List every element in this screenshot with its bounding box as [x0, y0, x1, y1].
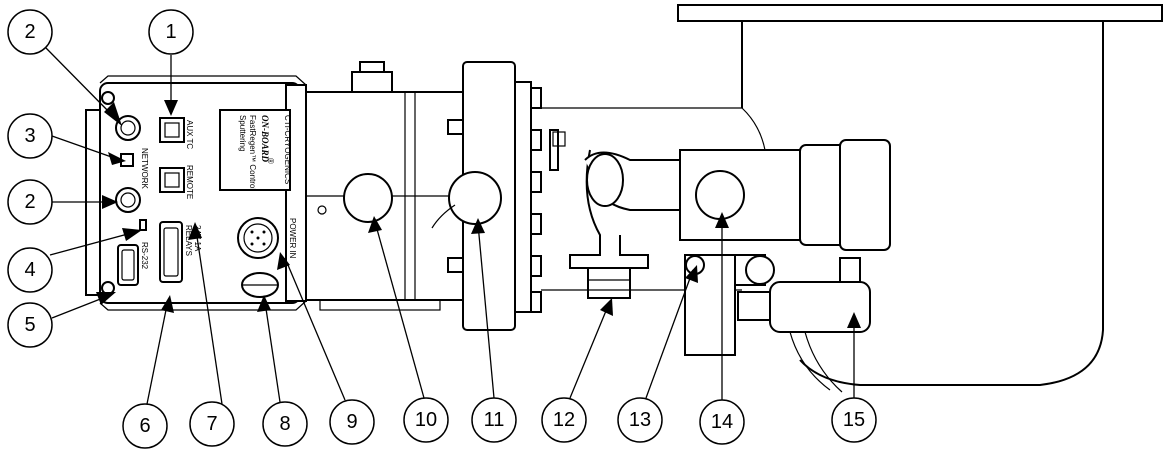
svg-text:15: 15	[843, 409, 865, 431]
valve-14	[695, 170, 745, 220]
callouts: 1 2 3 2 4 5 6 7	[7, 9, 877, 449]
led-indicator	[139, 219, 147, 231]
aux-tc-port	[159, 117, 185, 143]
callout-4: 4	[7, 247, 53, 293]
connector-2-upper	[115, 115, 141, 141]
svg-text:10: 10	[415, 409, 437, 431]
svg-text:3: 3	[24, 125, 35, 147]
callout-12: 12	[541, 397, 587, 443]
callout-11: 11	[471, 397, 517, 443]
panel-product-mark: ®	[266, 158, 275, 164]
panel-product: ON-BOARD	[260, 115, 270, 163]
callout-7: 7	[189, 401, 235, 447]
callout-2-upper: 2	[7, 9, 53, 55]
relief-valve-12	[587, 267, 631, 299]
panel-subtitle: FastRegen™ Control	[248, 115, 257, 190]
svg-text:8: 8	[279, 413, 290, 435]
valve-10	[343, 173, 393, 223]
svg-text:11: 11	[484, 409, 505, 431]
pump-body	[305, 61, 467, 311]
label-remote: REMOTE	[185, 165, 194, 199]
callout-5: 5	[7, 302, 53, 348]
callout-6: 6	[122, 403, 168, 449]
connector-2-lower	[115, 187, 141, 213]
label-network: NETWORK	[140, 148, 149, 190]
callout-10: 10	[403, 397, 449, 443]
leader-lines	[45, 47, 861, 405]
callout-14: 14	[699, 399, 745, 445]
svg-text:14: 14	[711, 411, 733, 433]
cryopump-housing	[677, 4, 1163, 386]
callout-2-lower: 2	[7, 179, 53, 225]
svg-text:2: 2	[24, 191, 35, 213]
label-aux-tc: AUX TC	[185, 120, 194, 149]
callout-15: 15	[831, 397, 877, 443]
flange-11	[431, 61, 542, 331]
svg-text:1: 1	[165, 21, 176, 43]
svg-text:2: 2	[24, 21, 35, 43]
svg-text:9: 9	[346, 411, 357, 433]
svg-text:12: 12	[553, 409, 575, 431]
callout-13: 13	[617, 397, 663, 443]
svg-text:5: 5	[24, 314, 35, 336]
label-rs232: RS-232	[140, 242, 149, 270]
svg-text:4: 4	[24, 259, 35, 281]
remote-port	[159, 167, 185, 193]
label-power-in: POWER IN	[288, 218, 297, 259]
electronics-module: CTI-CRYOGENICS ON-BOARD ® FastRegen™ Con…	[85, 75, 307, 311]
callout-8: 8	[262, 401, 308, 447]
callout-9: 9	[329, 399, 375, 445]
callout-1: 1	[148, 9, 194, 55]
panel-subtitle2: Sputtering	[238, 115, 247, 151]
svg-text:6: 6	[139, 415, 150, 437]
rs232-port	[117, 244, 139, 286]
label-relays: RELAYS	[184, 225, 193, 256]
flange-valve	[448, 171, 502, 225]
callout-3: 3	[7, 113, 53, 159]
relays-port	[159, 221, 183, 283]
panel-brand: CTI-CRYOGENICS	[283, 115, 292, 184]
piping	[541, 107, 891, 393]
svg-text:13: 13	[629, 409, 651, 431]
svg-text:7: 7	[206, 413, 217, 435]
